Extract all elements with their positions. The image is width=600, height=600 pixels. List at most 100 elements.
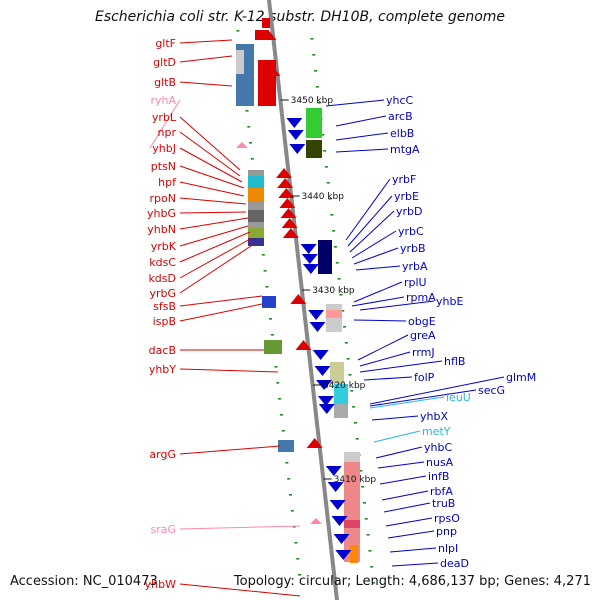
tick-mark bbox=[310, 38, 314, 40]
right-gene-labels: yhcCarcBelbBmtgAyrbFyrbEyrbDyrbCyrbByrbA… bbox=[325, 94, 536, 570]
gene-leader-line bbox=[335, 132, 389, 141]
gene-label-yhbW: yhbW bbox=[145, 578, 176, 591]
gene-features bbox=[236, 18, 360, 563]
tick-mark bbox=[324, 166, 328, 168]
tick-mark bbox=[335, 262, 339, 264]
gene-label-sfsB: sfsB bbox=[153, 300, 176, 313]
reverse-gene-arrow bbox=[335, 550, 352, 560]
gene-block bbox=[334, 404, 348, 418]
gene-label-yrbA: yrbA bbox=[402, 260, 428, 273]
gene-leader-line bbox=[179, 295, 263, 307]
tick-mark bbox=[290, 510, 294, 512]
gene-leader-line bbox=[353, 319, 407, 322]
gene-leader-line bbox=[179, 211, 247, 214]
gene-leader-line bbox=[335, 115, 387, 127]
gene-leader-line bbox=[351, 230, 397, 259]
tick-mark bbox=[236, 30, 240, 32]
tick-mark bbox=[279, 414, 283, 416]
gene-leader-line bbox=[179, 217, 249, 230]
tick-mark bbox=[341, 310, 345, 312]
gene-block bbox=[344, 520, 360, 528]
gene-label-folP: folP bbox=[414, 371, 435, 384]
scale-label: 3430 kbp bbox=[312, 286, 355, 296]
tick-mark bbox=[317, 102, 321, 104]
tick-mark bbox=[281, 430, 285, 432]
gene-label-rbfA: rbfA bbox=[430, 485, 453, 498]
gene-leader-line bbox=[179, 197, 247, 205]
tick-mark bbox=[359, 470, 363, 472]
tick-mark bbox=[287, 478, 291, 480]
gene-block bbox=[278, 440, 294, 452]
tick-mark bbox=[276, 382, 280, 384]
gene-label-mtgA: mtgA bbox=[390, 143, 420, 156]
reverse-gene-arrow bbox=[308, 310, 325, 320]
tick-mark bbox=[265, 286, 269, 288]
gene-label-yhbX: yhbX bbox=[420, 410, 448, 423]
gene-label-argG: argG bbox=[149, 448, 176, 461]
gene-label-yhbE: yhbE bbox=[436, 295, 463, 308]
gene-label-arcB: arcB bbox=[388, 110, 413, 123]
gene-leader-line bbox=[347, 195, 393, 247]
reverse-gene-arrow bbox=[300, 244, 317, 254]
gene-leader-line bbox=[179, 237, 253, 279]
tick-mark bbox=[332, 230, 336, 232]
tick-mark bbox=[296, 558, 300, 560]
tick-mark bbox=[328, 198, 332, 200]
forward-gene-arrow bbox=[306, 438, 323, 448]
tick-mark bbox=[353, 422, 357, 424]
gene-leader-line bbox=[179, 181, 245, 197]
rna-gene-mark bbox=[310, 518, 322, 524]
gene-label-rpmA: rpmA bbox=[406, 291, 436, 304]
forward-gene-arrow bbox=[281, 218, 298, 228]
forward-gene-arrow bbox=[276, 168, 293, 178]
gene-label-yhbY: yhbY bbox=[149, 363, 176, 376]
gene-leader-line bbox=[179, 525, 301, 530]
gene-leader-line bbox=[353, 281, 403, 303]
gene-leader-line bbox=[179, 583, 301, 597]
gene-leader-line bbox=[179, 225, 249, 247]
gene-leader-line bbox=[335, 148, 389, 153]
gene-leader-line bbox=[179, 131, 241, 177]
gene-block bbox=[350, 545, 358, 563]
tick-mark bbox=[269, 318, 273, 320]
tick-mark bbox=[361, 486, 365, 488]
gene-leader-line bbox=[179, 147, 243, 183]
forward-gene-arrow bbox=[290, 294, 307, 304]
gene-leader-line bbox=[179, 116, 241, 171]
gene-label-ispB: ispB bbox=[153, 315, 176, 328]
gene-label-hpf: hpf bbox=[158, 176, 177, 189]
tick-mark bbox=[344, 342, 348, 344]
reverse-gene-arrow bbox=[302, 264, 319, 274]
reverse-gene-arrow bbox=[286, 118, 303, 128]
reverse-gene-arrow bbox=[289, 144, 306, 154]
gene-block bbox=[248, 210, 264, 222]
gene-leader-line bbox=[359, 300, 435, 311]
gene-leader-line bbox=[325, 99, 385, 107]
reverse-gene-arrow bbox=[287, 130, 304, 140]
tick-mark bbox=[323, 150, 327, 152]
tick-mark bbox=[370, 566, 374, 568]
gene-label-rplU: rplU bbox=[404, 276, 427, 289]
tick-mark bbox=[292, 526, 296, 528]
gene-block bbox=[326, 310, 342, 318]
tick-mark bbox=[250, 158, 254, 160]
tick-mark bbox=[339, 294, 343, 296]
reverse-gene-arrow bbox=[314, 366, 331, 376]
tick-mark bbox=[274, 366, 278, 368]
tick-mark bbox=[330, 214, 334, 216]
gene-leader-line bbox=[363, 376, 413, 381]
gene-leader-line bbox=[369, 376, 505, 405]
reverse-gene-arrow bbox=[331, 516, 348, 526]
forward-gene-arrow bbox=[280, 208, 297, 218]
gene-label-yrbE: yrbE bbox=[394, 190, 419, 203]
gene-block bbox=[248, 238, 264, 246]
gene-leader-line bbox=[349, 210, 395, 253]
reverse-gene-arrow bbox=[317, 396, 334, 406]
reverse-gene-arrow bbox=[327, 482, 344, 492]
gene-leader-line bbox=[355, 265, 401, 271]
gene-label-yhbJ: yhbJ bbox=[152, 142, 176, 155]
tick-mark bbox=[346, 358, 350, 360]
gene-label-yrbK: yrbK bbox=[151, 240, 177, 253]
gene-label-infB: infB bbox=[428, 470, 449, 483]
